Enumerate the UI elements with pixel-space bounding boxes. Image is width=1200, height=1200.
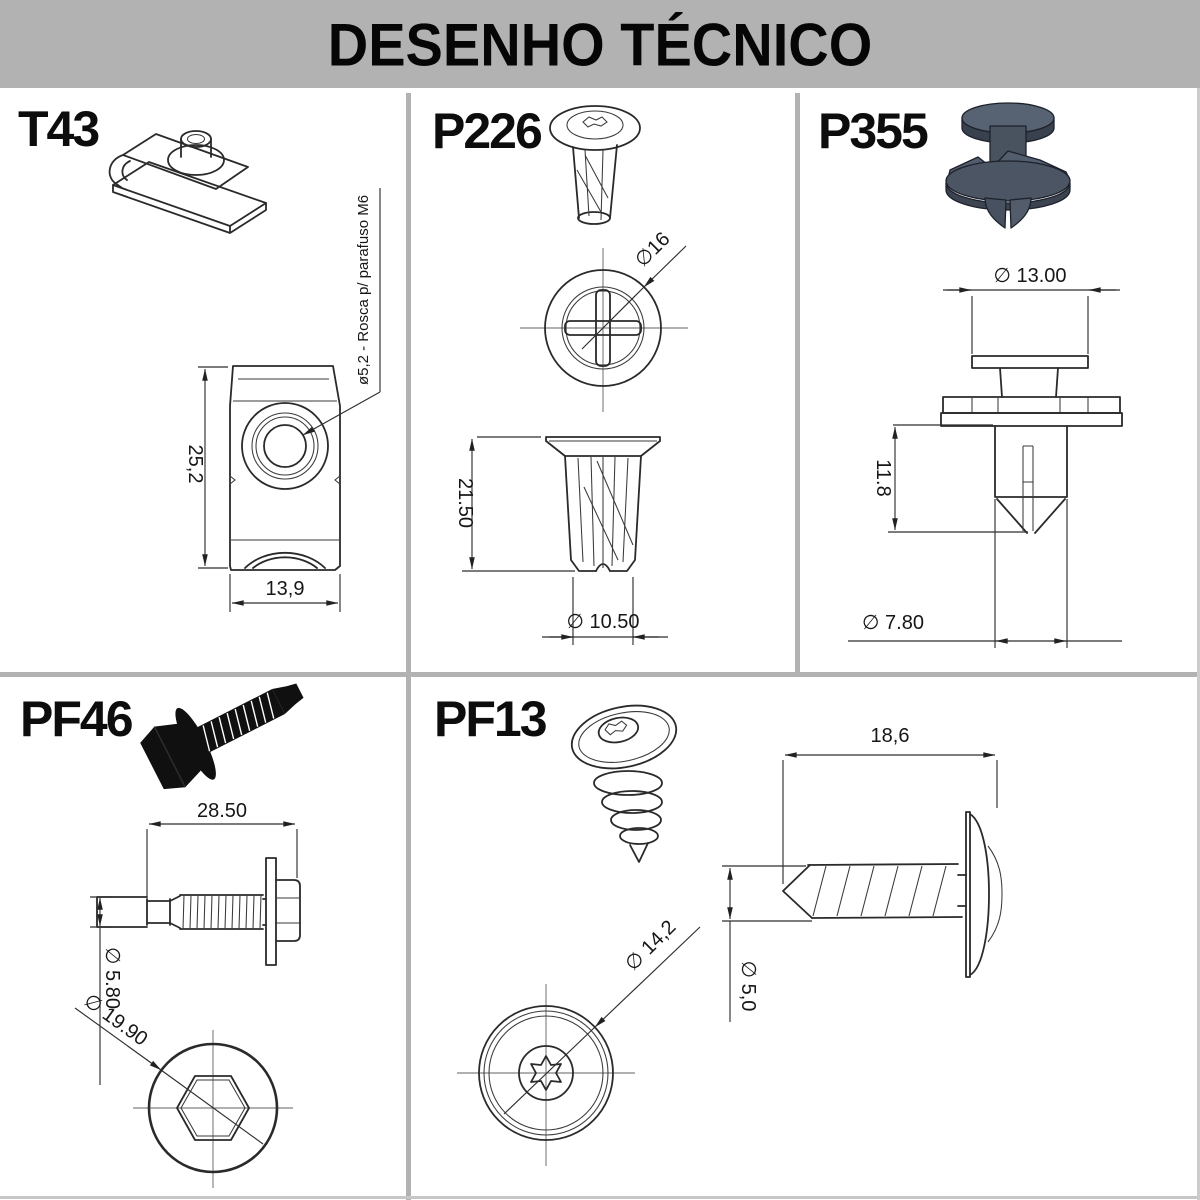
pf13-side-view: [782, 811, 1003, 978]
divider-vertical-1: [406, 93, 411, 673]
p355-shaft-diameter-dim: ∅ 7.80: [862, 612, 924, 634]
t43-width-dim: 13,9: [266, 578, 305, 600]
pf13-top-view: [457, 984, 635, 1166]
t43-thread-note: ø5,2 - Rosca p/ parafuso M6: [355, 195, 372, 385]
p355-head-diameter-dim: ∅ 13.00: [993, 265, 1066, 287]
divider-bottom-edge: [0, 1196, 1200, 1199]
t43-3d-view: [108, 130, 267, 234]
pf46-side-view: [96, 857, 301, 966]
part-code-pf13: PF13: [434, 691, 548, 747]
t43-front-view: [229, 365, 341, 571]
p355-pin-length-dim: 11.8: [872, 459, 894, 496]
p226-top-diameter-dim: ∅16: [631, 228, 675, 272]
p226-body-diameter-dim: ∅ 10.50: [566, 611, 639, 633]
p355-dimensions: ∅ 13.00 11.8 ∅ 7.80: [848, 265, 1122, 644]
pf13-dimensions: 18,6 ∅ 5,0 ∅ 14,2: [503, 725, 998, 1115]
part-code-p226: P226: [432, 103, 543, 159]
divider-vertical-2: [795, 93, 800, 673]
p226-drawing: ∅16 21.50 ∅ 10.50: [454, 105, 688, 645]
pf46-length-dim: 28.50: [197, 800, 247, 822]
p355-drawing: ∅ 13.00 11.8 ∅ 7.80: [848, 102, 1123, 648]
pf13-head-diameter-dim: ∅ 14,2: [621, 916, 680, 975]
p226-side-view: [545, 436, 661, 572]
pf46-drawing: 28.50 ∅ 5.80 ∅ 19.90: [74, 683, 304, 1188]
p355-side-view: [940, 355, 1123, 648]
t43-dimensions: 25,2 13,9 ø5,2 - Rosca p/ parafuso M6: [184, 188, 381, 612]
pf46-3d-view: [140, 683, 304, 790]
divider-vertical-3: [406, 677, 411, 1200]
t43-drawing: 25,2 13,9 ø5,2 - Rosca p/ parafuso M6: [108, 130, 381, 612]
pf13-thread-diameter-dim: ∅ 5,0: [737, 961, 759, 1012]
pf13-3d-view: [570, 704, 678, 863]
p226-top-view: ∅16: [520, 228, 688, 412]
divider-horizontal: [0, 672, 1200, 677]
part-code-t43: T43: [18, 101, 100, 157]
p355-3d-view: [945, 102, 1071, 229]
t43-height-dim: 25,2: [184, 445, 206, 484]
sheet-title: DESENHO TÉCNICO: [327, 9, 873, 79]
pf46-bottom-view: [133, 1030, 293, 1188]
pf13-drawing: 18,6 ∅ 5,0 ∅ 14,2: [457, 704, 1003, 1166]
sheet-header: DESENHO TÉCNICO: [0, 0, 1200, 88]
pf13-length-dim: 18,6: [871, 725, 910, 747]
part-code-pf46: PF46: [20, 691, 134, 747]
pf46-thread-diameter-dim: ∅ 5.80: [101, 947, 123, 1009]
p226-dimensions: 21.50 ∅ 10.50: [454, 436, 668, 645]
p226-length-dim: 21.50: [454, 478, 476, 528]
part-code-p355: P355: [818, 103, 929, 159]
p226-3d-view: [549, 105, 641, 225]
divider-right-edge: [1197, 88, 1200, 1200]
